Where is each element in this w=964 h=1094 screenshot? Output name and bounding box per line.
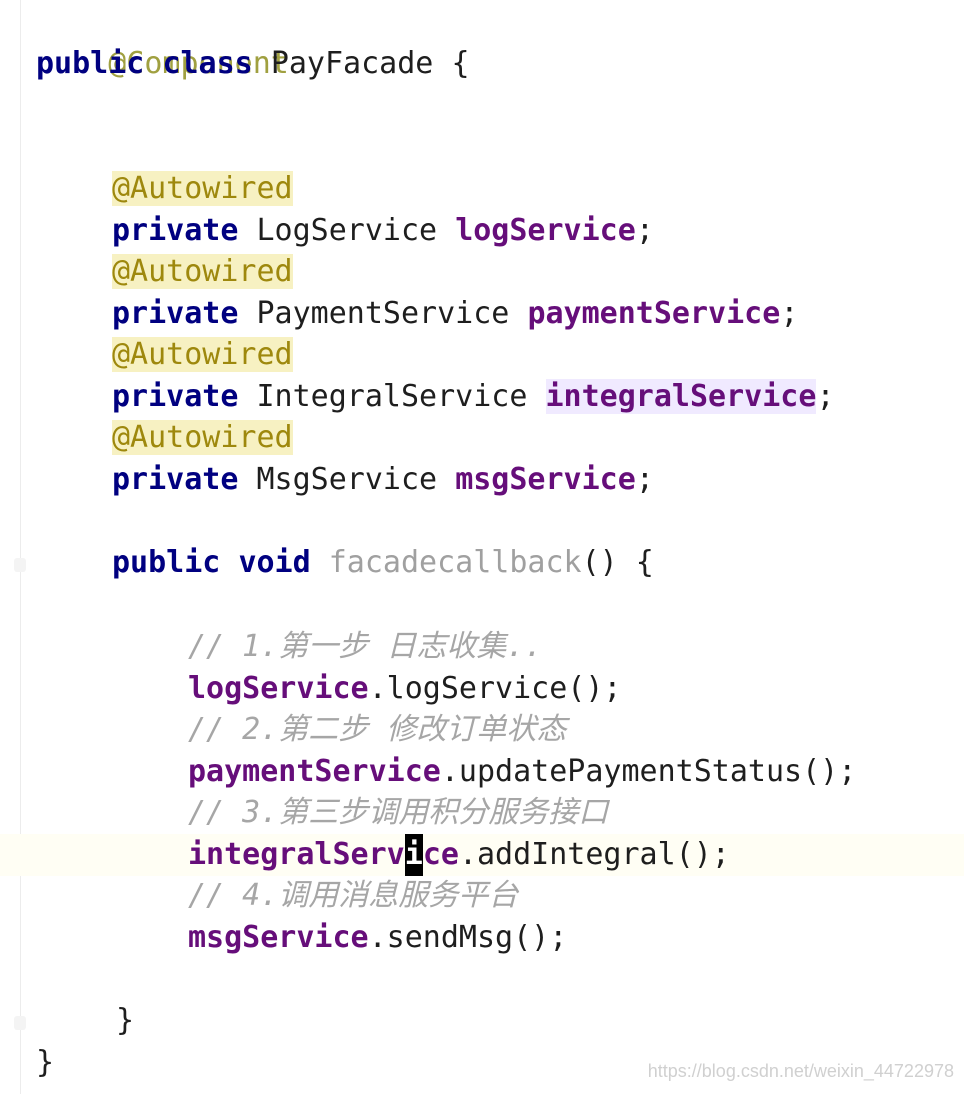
comment-text: // 4.调用消息服务平台 (188, 878, 519, 913)
code-line-comment: // 4.调用消息服务平台 (188, 875, 518, 917)
code-line-field-declaration: private PaymentService paymentService; (112, 293, 798, 335)
keyword-private: private (112, 213, 239, 248)
comment-text: // 2.第二步 修改订单状态 (188, 712, 567, 747)
keyword-void: void (238, 545, 311, 580)
call-target: msgService (188, 920, 369, 955)
annotation-component: @Component (108, 46, 289, 81)
fold-marker-method-start[interactable] (14, 558, 26, 572)
field-name: paymentService (527, 296, 781, 331)
code-line-comment: // 3.第三步调用积分服务接口 (188, 792, 608, 834)
code-line-method-close: } (116, 1000, 134, 1042)
method-call: .updatePaymentStatus(); (440, 754, 857, 789)
code-line-class-declaration: public class PayFacade { (36, 43, 470, 85)
comment-text: // 1.第一步 日志收集.. (188, 629, 543, 664)
code-line-field-annotation: @Autowired (112, 168, 293, 210)
method-call: .sendMsg(); (368, 920, 568, 955)
call-target-after-caret: ce (422, 837, 459, 872)
field-type: MsgService (256, 462, 438, 497)
annotation-autowired: @Autowired (112, 254, 293, 289)
code-line-field-declaration: private IntegralService integralService; (112, 376, 835, 418)
code-line-statement-current: integralService.addIntegral(); (188, 834, 730, 876)
keyword-public: public (36, 46, 145, 81)
keyword-private: private (112, 379, 239, 414)
method-signature-suffix: () { (581, 545, 654, 580)
call-target: logService (188, 671, 369, 706)
semicolon: ; (635, 213, 654, 248)
field-type: LogService (256, 213, 438, 248)
current-line-highlight (0, 834, 964, 876)
field-type: PaymentService (256, 296, 510, 331)
keyword-private: private (112, 296, 239, 331)
code-line-field-declaration: private MsgService msgService; (112, 459, 654, 501)
field-name: logService (455, 213, 636, 248)
code-line-class-annotation: @Component (36, 1, 289, 81)
keyword-class: class (162, 46, 253, 81)
code-line-statement: logService.logService(); (188, 668, 622, 710)
annotation-autowired: @Autowired (112, 420, 293, 455)
code-line-statement: msgService.sendMsg(); (188, 917, 567, 959)
code-line-comment: // 2.第二步 修改订单状态 (188, 709, 566, 751)
code-line-method-declaration: public void facadecallback() { (112, 542, 654, 584)
call-target: paymentService (188, 754, 441, 789)
code-line-comment: // 1.第一步 日志收集.. (188, 626, 543, 668)
text-caret[interactable]: i (404, 834, 423, 876)
field-type: IntegralService (256, 379, 528, 414)
field-name-highlighted: integralService (545, 379, 817, 414)
semicolon: ; (635, 462, 654, 497)
semicolon: ; (816, 379, 835, 414)
method-call: .addIntegral(); (458, 837, 730, 872)
code-line-field-annotation: @Autowired (112, 417, 293, 459)
annotation-autowired: @Autowired (112, 171, 293, 206)
code-line-field-annotation: @Autowired (112, 251, 293, 293)
comment-text: // 3.第三步调用积分服务接口 (188, 795, 609, 830)
brace-open: { (451, 46, 470, 81)
fold-marker-method-end[interactable] (14, 1016, 26, 1030)
class-name: PayFacade (270, 46, 434, 81)
brace-close-class: } (36, 1045, 55, 1080)
keyword-private: private (112, 462, 239, 497)
editor-gutter-line (20, 0, 21, 1094)
semicolon: ; (780, 296, 799, 331)
keyword-public: public (112, 545, 221, 580)
call-target-before-caret: integralServ (188, 837, 405, 872)
code-line-statement: paymentService.updatePaymentStatus(); (188, 751, 856, 793)
code-line-field-annotation: @Autowired (112, 334, 293, 376)
method-call: .logService(); (368, 671, 622, 706)
annotation-autowired: @Autowired (112, 337, 293, 372)
watermark-url: https://blog.csdn.net/weixin_44722978 (647, 1061, 954, 1081)
code-line-field-declaration: private LogService logService; (112, 210, 654, 252)
field-name: msgService (455, 462, 636, 497)
method-name: facadecallback (328, 545, 582, 580)
brace-close-method: } (116, 1003, 135, 1038)
code-line-class-close: } (36, 1042, 54, 1084)
